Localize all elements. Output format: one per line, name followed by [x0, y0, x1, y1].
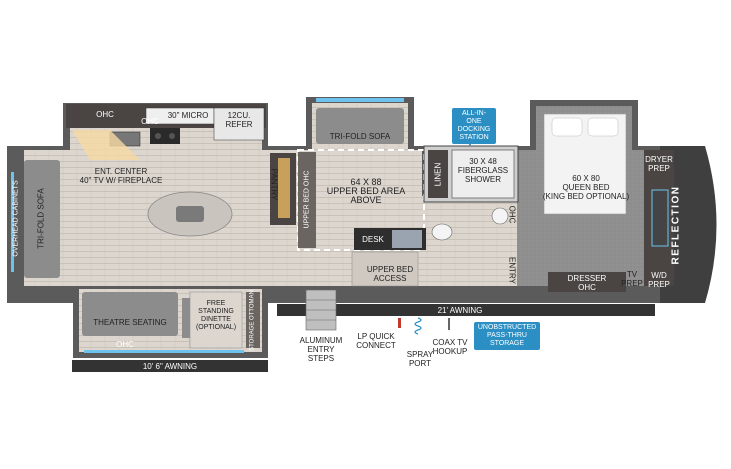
storage-ottoman-label: STORAGE OTTOMAN [249, 290, 256, 351]
spray-port-label: SPRAY PORT [406, 350, 434, 368]
linen-label: LINEN [433, 162, 443, 187]
awning-right-label: 21' AWNING [437, 306, 483, 315]
pass-thru-callout: UNOBSTRUCTED PASS-THRU STORAGE [474, 322, 540, 350]
docking-station-callout: ALL-IN-ONE DOCKING STATION [452, 108, 496, 144]
linen [428, 150, 448, 198]
ohc-top-left-label: OHC [96, 110, 114, 119]
ent-center-glow [72, 130, 140, 160]
tri-fold-sofa-left-label: TRI-FOLD SOFA [36, 188, 46, 249]
brand-logo: REFLECTION [670, 185, 682, 265]
desk-label: DESK [362, 235, 384, 244]
dinette-label: FREE STANDING DINETTE (OPTIONAL) [195, 300, 237, 331]
left-sofa [24, 160, 60, 278]
tri-fold-sofa-top-label: TRI-FOLD SOFA [329, 132, 391, 141]
pantry-label: PANTRY [269, 168, 279, 201]
ohc-bottom-label: OHC [116, 340, 134, 349]
ohc-bath-label: OHC [507, 205, 517, 224]
theatre-seating-label: THEATRE SEATING [93, 318, 167, 327]
storage-ottoman [246, 292, 260, 348]
ohc-micro-label: OHC [141, 117, 159, 126]
theatre-seating [82, 292, 178, 336]
entry-label: ENTRY [507, 257, 517, 284]
micro-label: 30" MICRO [167, 111, 209, 120]
upper-bed-area-label: 64 x 88 UPPER BED AREA ABOVE [326, 177, 406, 205]
upper-bed-access-label: UPPER BED ACCESS [366, 265, 414, 283]
shower [451, 149, 515, 199]
lp-marker [398, 318, 401, 328]
coax-label: COAX TV HOOKUP [432, 338, 468, 356]
bath-sink [491, 207, 509, 225]
refer-box [213, 107, 265, 141]
spray-coil [414, 317, 422, 335]
dryer-prep-label: DRYER PREP [645, 155, 673, 173]
tv-prep-label: TV PREP [621, 270, 643, 288]
ent-center-label: ENT. CENTER 40" TV w/ FIREPLACE [79, 167, 163, 185]
dresser [548, 272, 626, 292]
upper-bed-ohc-label: UPPER BED OHC [303, 170, 311, 229]
stove [150, 128, 180, 144]
front-cap [660, 146, 717, 303]
dresser-label: DRESSER OHC [567, 274, 607, 292]
upper-bed-access-stair [351, 251, 419, 287]
top-sofa [316, 108, 404, 144]
coax-marker [448, 318, 450, 330]
entry-steps-label: ALUMINUM ENTRY STEPS [299, 336, 343, 363]
upper-bed-ohc [298, 152, 316, 248]
awning-right-bar [277, 304, 655, 316]
queen-bed-label: 60 x 80 QUEEN BED (KING BED OPTIONAL) [542, 174, 630, 201]
refer-label: 12CU. REFER [225, 111, 253, 129]
awning-left-bar [72, 360, 268, 372]
overhead-cabinets-label: OVERHEAD CABINETS [12, 180, 20, 257]
wd-prep-label: W/D PREP [648, 271, 670, 289]
toilet [431, 223, 453, 241]
shower-label: 30 x 48 FIBERGLASS SHOWER [457, 157, 509, 184]
dinette [189, 291, 243, 349]
awning-left-label: 10' 6" AWNING [142, 362, 198, 371]
lp-quick-label: LP QUICK CONNECT [356, 332, 396, 350]
